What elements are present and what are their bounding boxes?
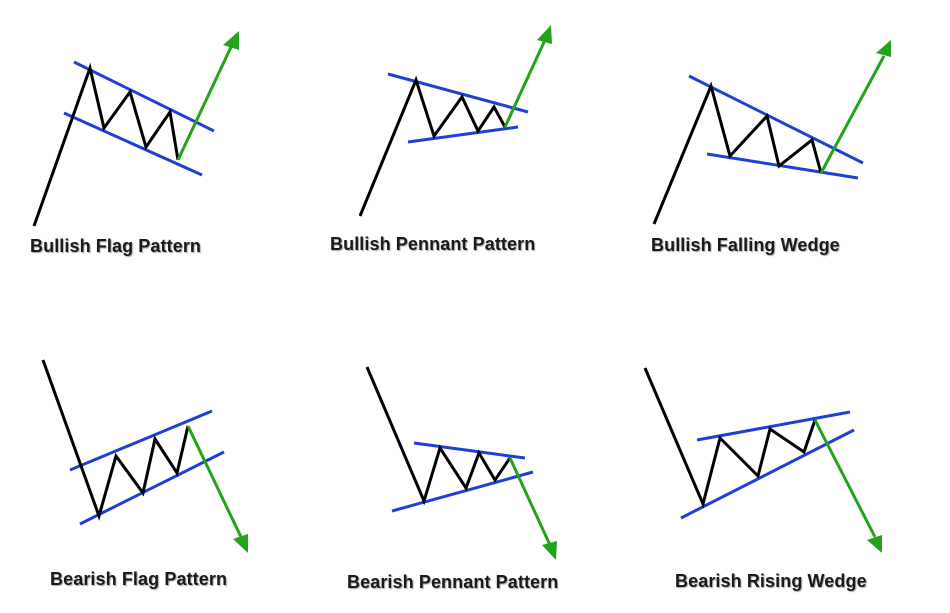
price-line	[32, 62, 180, 227]
upper-trendline	[69, 409, 213, 472]
price-line	[358, 75, 507, 217]
price-line	[41, 359, 190, 521]
lower-trendline	[79, 450, 225, 526]
bearish-pennant-figure	[365, 366, 557, 560]
breakout-arrow	[508, 457, 552, 546]
breakout-arrowhead	[537, 25, 552, 44]
upper-trendline	[387, 72, 529, 114]
breakout-arrowhead	[233, 534, 248, 553]
breakout-arrow	[176, 46, 233, 161]
lower-trendline	[391, 470, 534, 513]
upper-trendline	[413, 441, 526, 460]
lower-trendline	[680, 428, 855, 520]
bullish-flag-figure	[32, 31, 239, 227]
breakout-arrow	[813, 419, 877, 538]
lower-trendline	[706, 152, 859, 180]
lower-trendline	[63, 111, 203, 177]
breakout-arrowhead	[223, 31, 239, 50]
upper-trendline	[73, 60, 215, 133]
bearish-rising-wedge-figure	[643, 367, 882, 553]
price-line	[643, 367, 817, 509]
bullish-pennant-label: Bullish Pennant Pattern	[330, 234, 536, 254]
breakout-arrowhead	[876, 40, 891, 57]
lower-trendline	[407, 125, 519, 144]
price-line	[652, 81, 823, 225]
bullish-pennant-figure	[358, 25, 552, 217]
bearish-rising-wedge-label: Bearish Rising Wedge	[675, 571, 867, 591]
bearish-flag-label: Bearish Flag Pattern	[50, 569, 228, 589]
breakout-arrow	[819, 55, 886, 174]
breakout-arrow	[186, 425, 243, 538]
breakout-arrowhead	[867, 535, 882, 553]
bullish-flag-label: Bullish Flag Pattern	[30, 236, 202, 256]
breakout-arrow	[503, 39, 547, 128]
bearish-flag-figure	[41, 359, 248, 553]
breakout-arrowhead	[542, 541, 557, 560]
bullish-falling-wedge-label: Bullish Falling Wedge	[651, 235, 840, 255]
bearish-pennant-label: Bearish Pennant Pattern	[347, 572, 559, 592]
upper-trendline	[696, 410, 851, 442]
bullish-falling-wedge-figure	[652, 40, 891, 225]
price-line	[365, 366, 512, 506]
